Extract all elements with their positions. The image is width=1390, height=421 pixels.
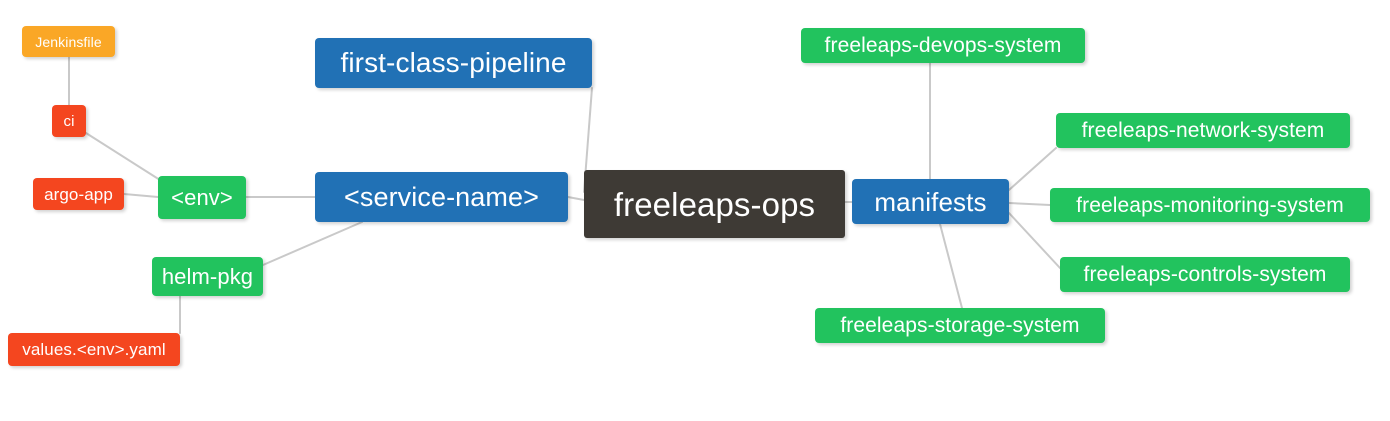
node-first-class-pipeline-label: first-class-pipeline <box>340 47 567 78</box>
edge-env-to-argo-app <box>123 193 159 198</box>
edge-root-to-service-name <box>567 196 585 201</box>
edge-env-to-ci <box>85 132 161 181</box>
node-env-label: <env> <box>171 184 233 210</box>
edge-service-name-to-helm-pkg <box>262 221 363 266</box>
node-service-name[interactable]: <service-name> <box>315 172 568 222</box>
edge-manifests-to-freeleaps-network-system <box>1008 147 1057 191</box>
node-freeleaps-storage-system-label: freeleaps-storage-system <box>840 314 1080 337</box>
node-helm-pkg[interactable]: helm-pkg <box>152 257 263 296</box>
node-jenkinsfile-label: Jenkinsfile <box>35 33 102 50</box>
node-freeleaps-storage-system[interactable]: freeleaps-storage-system <box>815 308 1105 343</box>
edge-manifests-to-freeleaps-storage-system <box>939 223 963 309</box>
node-service-name-label: <service-name> <box>344 181 539 212</box>
node-root-label: freeleaps-ops <box>613 185 816 223</box>
node-values-yaml-label: values.<env>.yaml <box>22 340 166 359</box>
node-ci-label: ci <box>63 112 75 130</box>
edge-manifests-to-freeleaps-monitoring-system <box>1008 202 1051 206</box>
node-jenkinsfile[interactable]: Jenkinsfile <box>22 26 115 57</box>
node-freeleaps-network-system-label: freeleaps-network-system <box>1081 119 1325 142</box>
node-manifests-label: manifests <box>874 186 987 217</box>
node-freeleaps-controls-system[interactable]: freeleaps-controls-system <box>1060 257 1350 292</box>
node-first-class-pipeline[interactable]: first-class-pipeline <box>315 38 592 88</box>
node-freeleaps-monitoring-system[interactable]: freeleaps-monitoring-system <box>1050 188 1370 222</box>
node-freeleaps-network-system[interactable]: freeleaps-network-system <box>1056 113 1350 148</box>
node-helm-pkg-label: helm-pkg <box>161 263 254 289</box>
node-root[interactable]: freeleaps-ops <box>584 170 845 238</box>
node-freeleaps-monitoring-system-label: freeleaps-monitoring-system <box>1076 193 1344 217</box>
node-argo-app[interactable]: argo-app <box>33 178 124 210</box>
node-ci[interactable]: ci <box>52 105 86 137</box>
node-freeleaps-controls-system-label: freeleaps-controls-system <box>1083 263 1327 286</box>
node-freeleaps-devops-system[interactable]: freeleaps-devops-system <box>801 28 1085 63</box>
node-argo-app-label: argo-app <box>44 184 113 204</box>
node-manifests[interactable]: manifests <box>852 179 1009 224</box>
node-env[interactable]: <env> <box>158 176 246 219</box>
node-freeleaps-devops-system-label: freeleaps-devops-system <box>824 34 1062 57</box>
node-values-yaml[interactable]: values.<env>.yaml <box>8 333 180 366</box>
